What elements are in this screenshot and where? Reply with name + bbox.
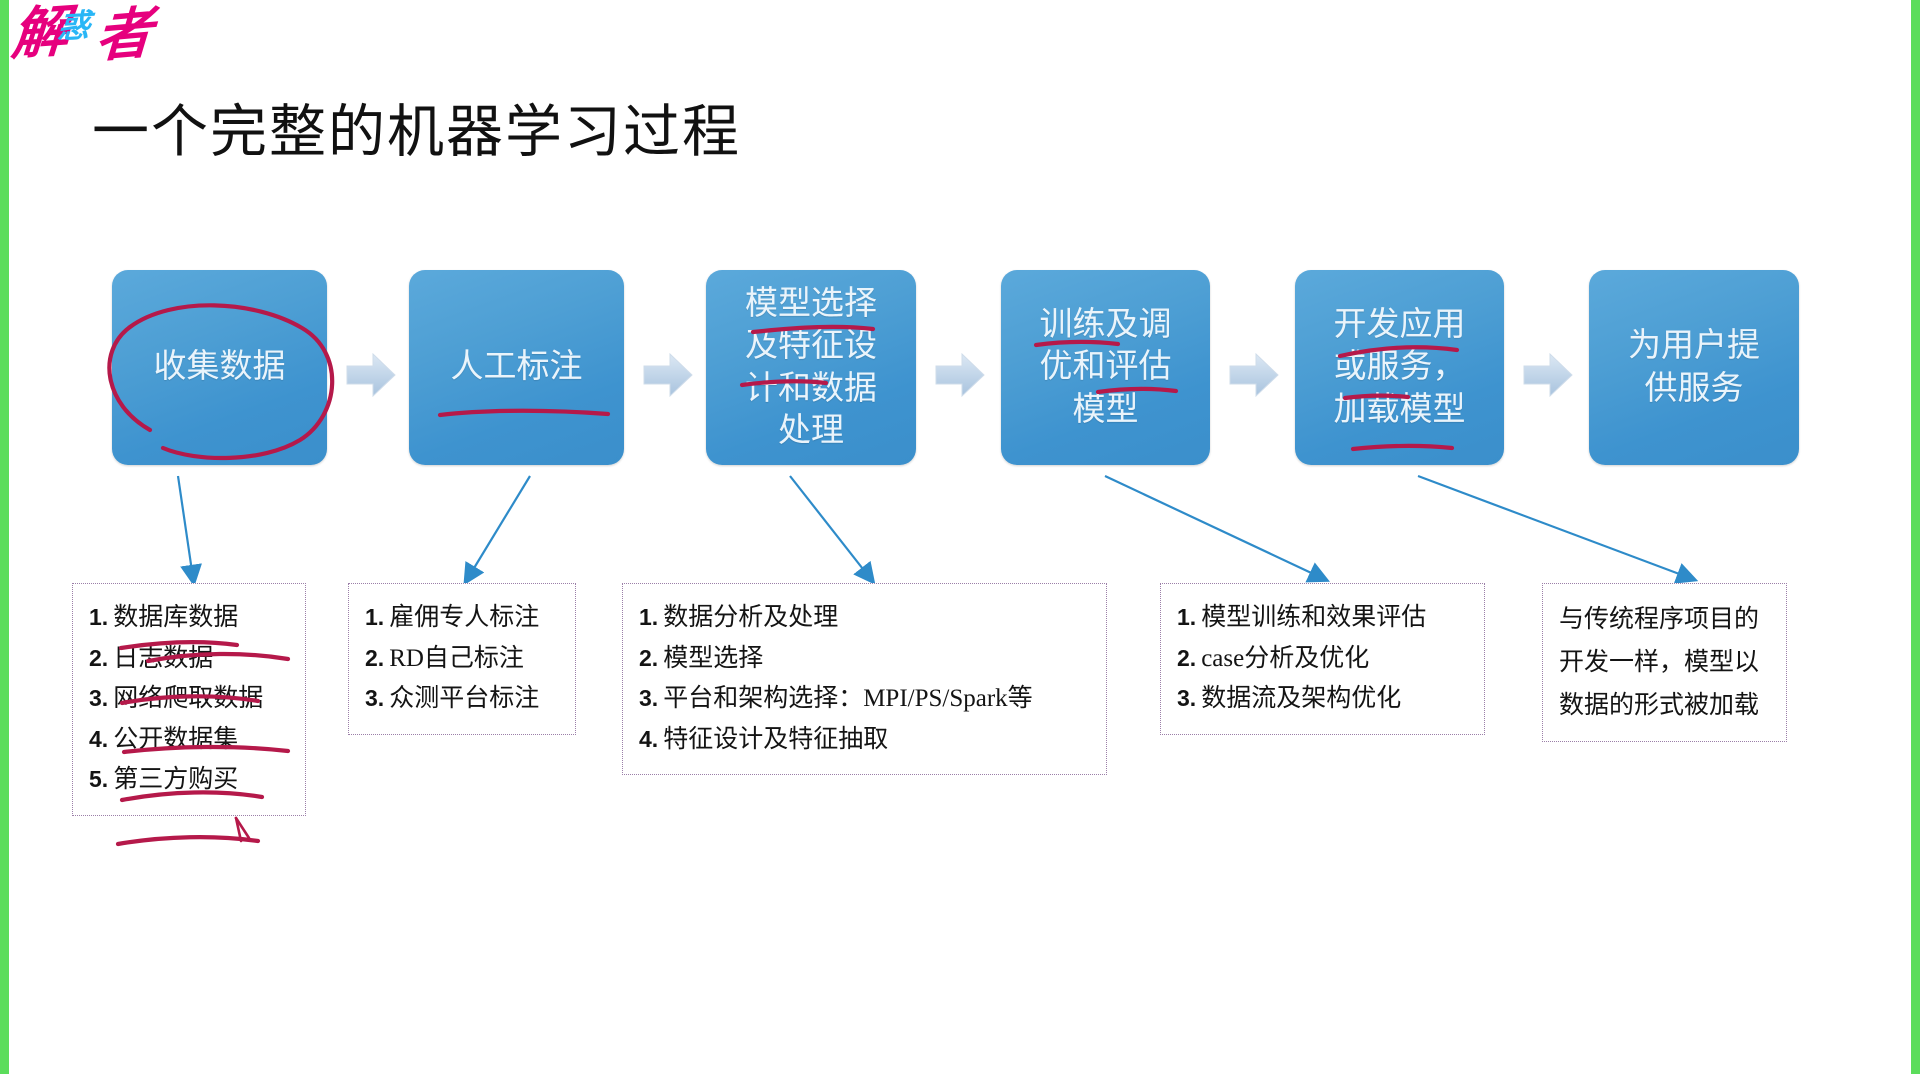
list-item: 2.模型选择	[639, 644, 764, 672]
connector-4	[1104, 475, 1330, 583]
frame-bottom	[0, 1074, 1920, 1080]
flow-node-label: 人工标注	[450, 349, 583, 386]
flow-node-manual-labeling[interactable]: 人工标注	[409, 270, 624, 465]
chevron-right-icon-1	[345, 352, 397, 398]
list-item: 4.公开数据集	[89, 725, 239, 753]
connector-2	[463, 475, 531, 586]
flow-node-label: 训练及调 优和评估 模型	[1039, 307, 1172, 428]
flow-node-collect-data[interactable]: 收集数据	[112, 270, 327, 465]
detail-box-training-steps: 1.模型训练和效果评估 2.case分析及优化 3.数据流及架构优化	[1160, 583, 1485, 735]
detail-list: 1.数据分析及处理 2.模型选择 3.平台和架构选择：MPI/PS/Spark等…	[639, 598, 1090, 760]
detail-box-labeling-methods: 1.雇佣专人标注 2.RD自己标注 3.众测平台标注	[348, 583, 576, 735]
annotation-pen-cursor-2	[234, 816, 243, 843]
connector-3	[789, 475, 876, 585]
chevron-right-icon-2	[642, 352, 694, 398]
list-item: 5.第三方购买	[89, 766, 239, 793]
detail-box-data-sources: 1.数据库数据 2.日志数据 3.网络爬取数据 4.公开数据集 5.第三方购买	[72, 583, 306, 816]
annotation-underline-list1-f	[115, 835, 261, 847]
connector-5	[1417, 474, 1699, 584]
flow-diagram: 收集数据 人工标注 模型选择 及特征设 计和数据 处理 训练及调 优和评估 模型…	[0, 270, 1920, 475]
list-item: 2.case分析及优化	[1177, 644, 1370, 672]
list-item: 2.日志数据	[89, 644, 214, 672]
list-item: 4.特征设计及特征抽取	[639, 725, 889, 753]
list-item: 1.模型训练和效果评估	[1177, 604, 1427, 631]
detail-box-deployment-note: 与传统程序项目的开发一样，模型以数据的形式被加载	[1542, 583, 1787, 742]
flow-node-label: 收集数据	[153, 349, 286, 386]
list-item: 2.RD自己标注	[365, 644, 524, 672]
chevron-right-icon-3	[934, 352, 986, 398]
flow-node-label: 模型选择 及特征设 计和数据 处理	[745, 286, 877, 449]
list-item: 1.雇佣专人标注	[365, 604, 540, 631]
connector-1	[176, 475, 202, 587]
logo-char-2: 惑	[56, 7, 92, 45]
list-item: 3.平台和架构选择：MPI/PS/Spark等	[639, 685, 1033, 712]
flow-node-model-feature[interactable]: 模型选择 及特征设 计和数据 处理	[706, 270, 916, 465]
frame-accent-right	[1911, 0, 1920, 1080]
detail-list: 1.模型训练和效果评估 2.case分析及优化 3.数据流及架构优化	[1177, 598, 1468, 720]
flow-node-label: 开发应用 或服务， 加载模型	[1333, 307, 1466, 428]
list-item: 1.数据分析及处理	[639, 604, 839, 631]
flow-node-label: 为用户提 供服务	[1628, 328, 1760, 407]
logo-char-3: 者	[94, 2, 154, 70]
detail-paragraph: 与传统程序项目的开发一样，模型以数据的形式被加载	[1559, 606, 1760, 719]
watermark-logo: 解 惑 者	[10, 1, 162, 70]
flow-node-develop-app[interactable]: 开发应用 或服务， 加载模型	[1295, 270, 1504, 465]
detail-list: 1.雇佣专人标注 2.RD自己标注 3.众测平台标注	[365, 598, 559, 720]
list-item: 3.数据流及架构优化	[1177, 685, 1402, 712]
flow-node-train-tune-eval[interactable]: 训练及调 优和评估 模型	[1001, 270, 1210, 465]
page-title: 一个完整的机器学习过程	[92, 101, 741, 164]
detail-box-modeling-steps: 1.数据分析及处理 2.模型选择 3.平台和架构选择：MPI/PS/Spark等…	[622, 583, 1107, 775]
detail-list: 1.数据库数据 2.日志数据 3.网络爬取数据 4.公开数据集 5.第三方购买	[89, 598, 289, 801]
list-item: 3.众测平台标注	[365, 685, 540, 712]
annotation-pen-cursor	[234, 816, 251, 840]
chevron-right-icon-4	[1228, 352, 1280, 398]
flow-node-serve-users[interactable]: 为用户提 供服务	[1589, 270, 1799, 465]
chevron-right-icon-5	[1522, 352, 1574, 398]
list-item: 3.网络爬取数据	[89, 685, 264, 712]
list-item: 1.数据库数据	[89, 604, 239, 631]
frame-accent-left	[0, 0, 9, 1080]
